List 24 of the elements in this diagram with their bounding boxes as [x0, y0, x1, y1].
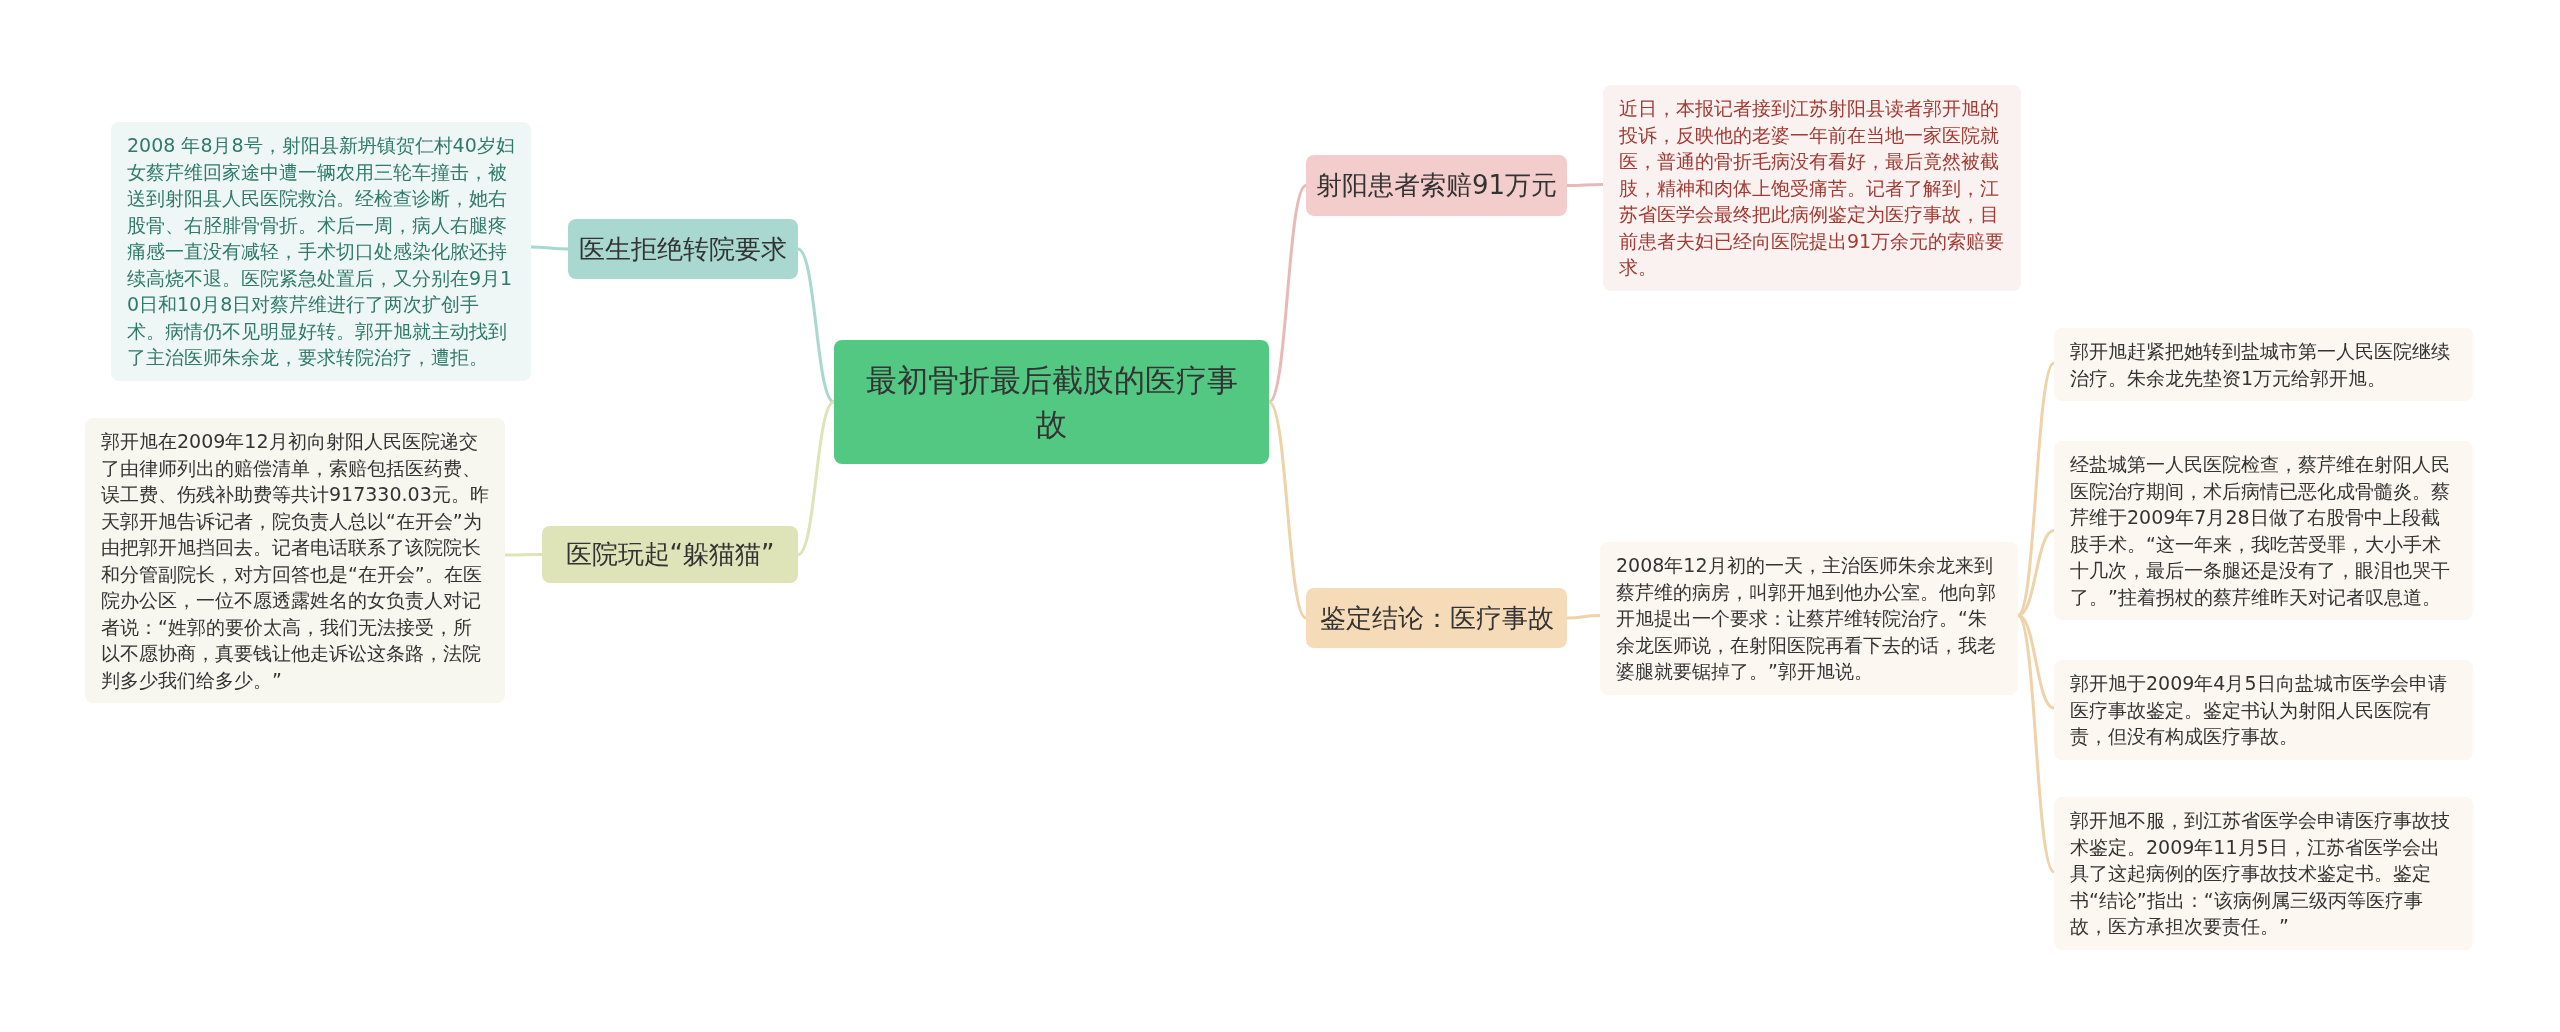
central-topic: 最初骨折最后截肢的医疗事故	[834, 340, 1269, 464]
connector-line	[505, 553, 542, 557]
note-box: 2008年12月初的一天，主治医师朱余龙来到蔡芹维的病房，叫郭开旭到他办公室。他向郭开旭提出一个要求：让蔡芹维转院治疗。“朱余龙医师说，在射阳医院再看下去的话，我老婆腿就要锯掉了。”郭开旭说。	[1600, 542, 2018, 695]
connector-line	[2016, 362, 2056, 617]
note-box: 郭开旭不服，到江苏省医学会申请医疗事故技术鉴定。2009年11月5日，江苏省医学会出具了这起病例的医疗事故技术鉴定书。鉴定书“结论”指出：“该病例属三级丙等医疗事故，医方承担次要责任。”	[2054, 797, 2473, 950]
note-box: 郭开旭于2009年4月5日向盐城市医学会申请医疗事故鉴定。鉴定书认为射阳人民医院有责，但没有构成医疗事故。	[2054, 660, 2473, 760]
connector-line	[2016, 614, 2056, 873]
branch-topic: 鉴定结论：医疗事故	[1306, 588, 1567, 648]
connector-line	[797, 247, 835, 404]
connector-line	[2017, 614, 2055, 710]
connector-line	[531, 245, 568, 251]
connector-line	[1567, 183, 1603, 187]
connector-line	[1267, 400, 1308, 620]
branch-topic: 医院玩起“躲猫猫”	[542, 526, 798, 583]
note-box: 郭开旭在2009年12月初向射阳人民医院递交了由律师列出的赔偿清单，索赔包括医药费、误工费、伤残补助费等共计917330.03元。昨天郭开旭告诉记者，院负责人总以“在开会”为由把郭开旭挡回去。记者电话联系了该院院长和分管副院长，对方回答也是“在开会”。在医院办公区，一位不愿透露姓名的女负责人对记者说：“姓郭的要价太高，我们无法接受，所以不愿协商，真要钱让他走诉讼这条路，法院判多少我们给多少。”	[85, 418, 505, 703]
branch-topic: 射阳患者索赔91万元	[1306, 155, 1567, 216]
connector-line	[797, 400, 835, 556]
connector-line	[1267, 184, 1308, 404]
branch-topic: 医生拒绝转院要求	[568, 219, 798, 279]
note-box: 近日，本报记者接到江苏射阳县读者郭开旭的投诉，反映他的老婆一年前在当地一家医院就医，普通的骨折毛病没有看好，最后竟然被截肢，精神和肉体上饱受痛苦。记者了解到，江苏省医学会最终把此病例鉴定为医疗事故，目前患者夫妇已经向医院提出91万余元的索赔要求。	[1603, 85, 2021, 291]
note-box: 经盐城第一人民医院检查，蔡芹维在射阳人民医院治疗期间，术后病情已恶化成骨髓炎。蔡芹维于2009年7月28日做了右股骨中上段截肢手术。“这一年来，我吃苦受罪，大小手术十几次，最后一条腿还是没有了，眼泪也哭干了。”拄着拐杖的蔡芹维昨天对记者叹息道。	[2054, 441, 2473, 620]
connector-line	[1566, 614, 1601, 620]
note-box: 郭开旭赶紧把她转到盐城市第一人民医院继续治疗。朱余龙先垫资1万元给郭开旭。	[2054, 328, 2473, 401]
note-box: 2008 年8月8号，射阳县新坍镇贺仁村40岁妇女蔡芹维回家途中遭一辆农用三轮车撞击，被送到射阳县人民医院救治。经检查诊断，她右股骨、右胫腓骨骨折。术后一周，病人右腿疼痛感一直没有减轻，手术切口处感染化脓还持续高烧不退。医院紧急处置后，又分别在9月10日和10月8日对蔡芹维进行了两次扩创手术。病情仍不见明显好转。郭开旭就主动找到了主治医师朱余龙，要求转院治疗，遭拒。	[111, 122, 531, 381]
